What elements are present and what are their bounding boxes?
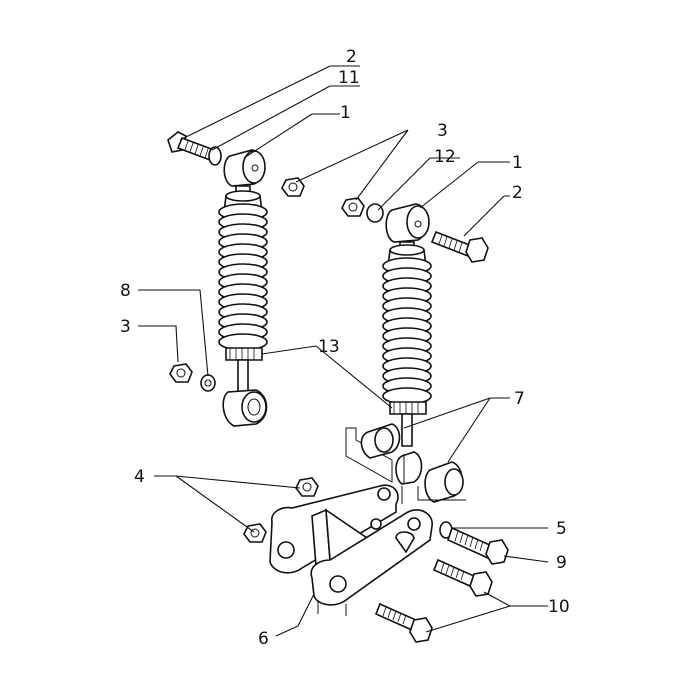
callout-1-right: 1 <box>512 153 523 173</box>
callout-9: 9 <box>556 553 567 573</box>
callout-11: 11 <box>338 68 360 88</box>
nut-4-upper <box>295 477 319 497</box>
right-top-nut <box>341 197 365 217</box>
left-top-eye <box>223 149 266 187</box>
left-spring <box>218 203 268 351</box>
callout-5: 5 <box>556 519 567 539</box>
left-lower-collar <box>225 347 263 361</box>
callout-4: 4 <box>134 467 145 487</box>
right-lower-collar <box>389 401 427 415</box>
right-top-eye <box>385 203 430 243</box>
bolt-10-middle <box>432 558 493 597</box>
right-shock-absorber <box>341 197 489 504</box>
left-lower-nut <box>169 363 193 383</box>
callout-13: 13 <box>318 337 340 357</box>
callout-6: 6 <box>258 629 269 649</box>
right-spring <box>382 257 432 405</box>
left-shock-absorber <box>167 131 268 427</box>
right-bottom-mount <box>345 423 466 504</box>
left-bottom-eye <box>222 389 268 427</box>
callout-10: 10 <box>548 597 570 617</box>
left-washer <box>208 146 222 166</box>
callout-3-left: 3 <box>120 317 131 337</box>
left-lower-washer <box>200 374 216 392</box>
callout-8: 8 <box>120 281 131 301</box>
callout-2-top: 2 <box>346 47 357 67</box>
callout-3-top: 3 <box>437 121 448 141</box>
left-shock-rod <box>237 359 249 393</box>
bolt-10-bottom <box>374 602 433 643</box>
callout-12: 12 <box>434 147 456 167</box>
bolt-9 <box>447 526 509 565</box>
callout-2-right: 2 <box>512 183 523 203</box>
right-top-bolt <box>430 230 489 263</box>
callout-7: 7 <box>514 389 525 409</box>
leader-lines <box>138 65 549 637</box>
left-top-bolt <box>167 131 216 162</box>
center-nut <box>281 177 305 197</box>
linkage-plates <box>243 477 433 616</box>
callout-1-top: 1 <box>340 103 351 123</box>
